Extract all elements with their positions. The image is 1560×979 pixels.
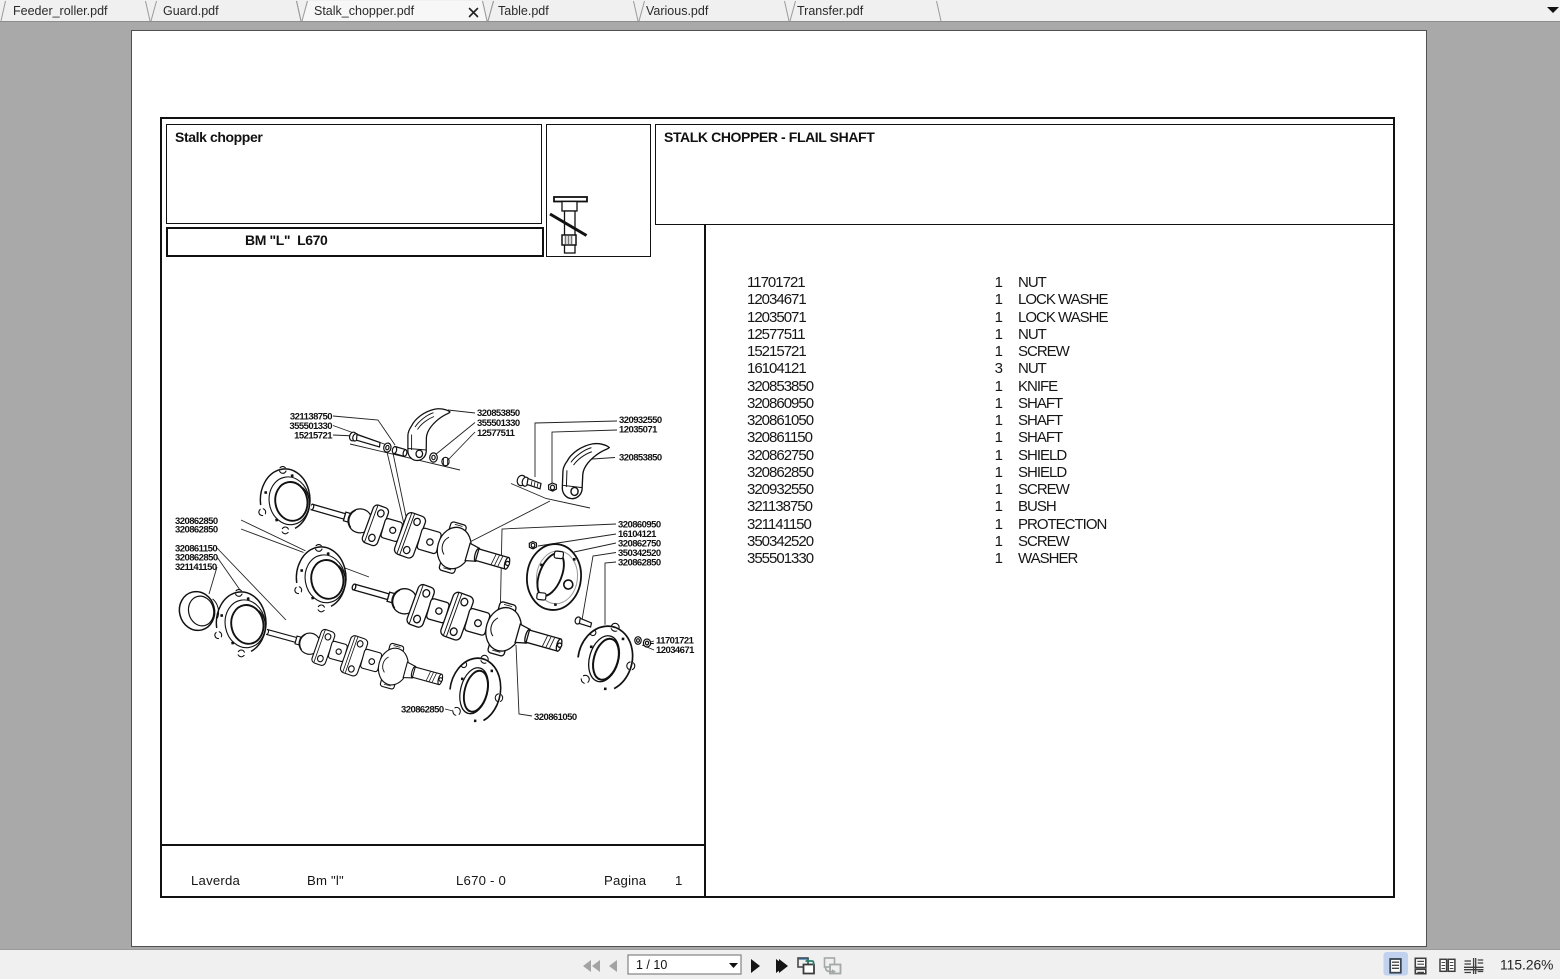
svg-text:320862850: 320862850	[175, 553, 218, 564]
svg-text:115.26%: 115.26%	[1500, 958, 1553, 973]
svg-text:320862750: 320862750	[618, 539, 661, 550]
svg-text:16104121: 16104121	[618, 529, 657, 540]
svg-text:Stalk_chopper.pdf: Stalk_chopper.pdf	[314, 4, 415, 18]
svg-text:320861050: 320861050	[534, 712, 577, 723]
svg-text:Table.pdf: Table.pdf	[498, 4, 549, 18]
svg-text:350342520: 350342520	[618, 548, 661, 559]
svg-text:320853850: 320853850	[477, 408, 520, 419]
svg-text:355501330: 355501330	[289, 421, 332, 432]
svg-text:1 / 10: 1 / 10	[636, 958, 667, 972]
svg-text:320861150: 320861150	[175, 544, 217, 555]
svg-text:11701721: 11701721	[656, 636, 695, 647]
svg-text:320853850: 320853850	[619, 453, 662, 464]
svg-text:320862850: 320862850	[618, 558, 661, 569]
svg-text:Various.pdf: Various.pdf	[646, 4, 709, 18]
svg-text:Transfer.pdf: Transfer.pdf	[797, 4, 864, 18]
svg-text:12035071: 12035071	[619, 425, 658, 436]
svg-text:320862850: 320862850	[401, 705, 444, 716]
svg-text:320862850: 320862850	[175, 525, 218, 536]
svg-text:320862850: 320862850	[175, 516, 218, 527]
svg-text:320860950: 320860950	[618, 520, 661, 531]
svg-text:321141150: 321141150	[175, 562, 217, 573]
svg-text:321138750: 321138750	[290, 412, 332, 423]
svg-text:12577511: 12577511	[477, 428, 516, 439]
svg-text:15215721: 15215721	[294, 431, 333, 442]
svg-text:320932550: 320932550	[619, 415, 662, 426]
svg-text:355501330: 355501330	[477, 418, 520, 429]
svg-text:Guard.pdf: Guard.pdf	[163, 4, 219, 18]
svg-text:12034671: 12034671	[656, 645, 695, 656]
svg-text:Feeder_roller.pdf: Feeder_roller.pdf	[13, 4, 108, 18]
